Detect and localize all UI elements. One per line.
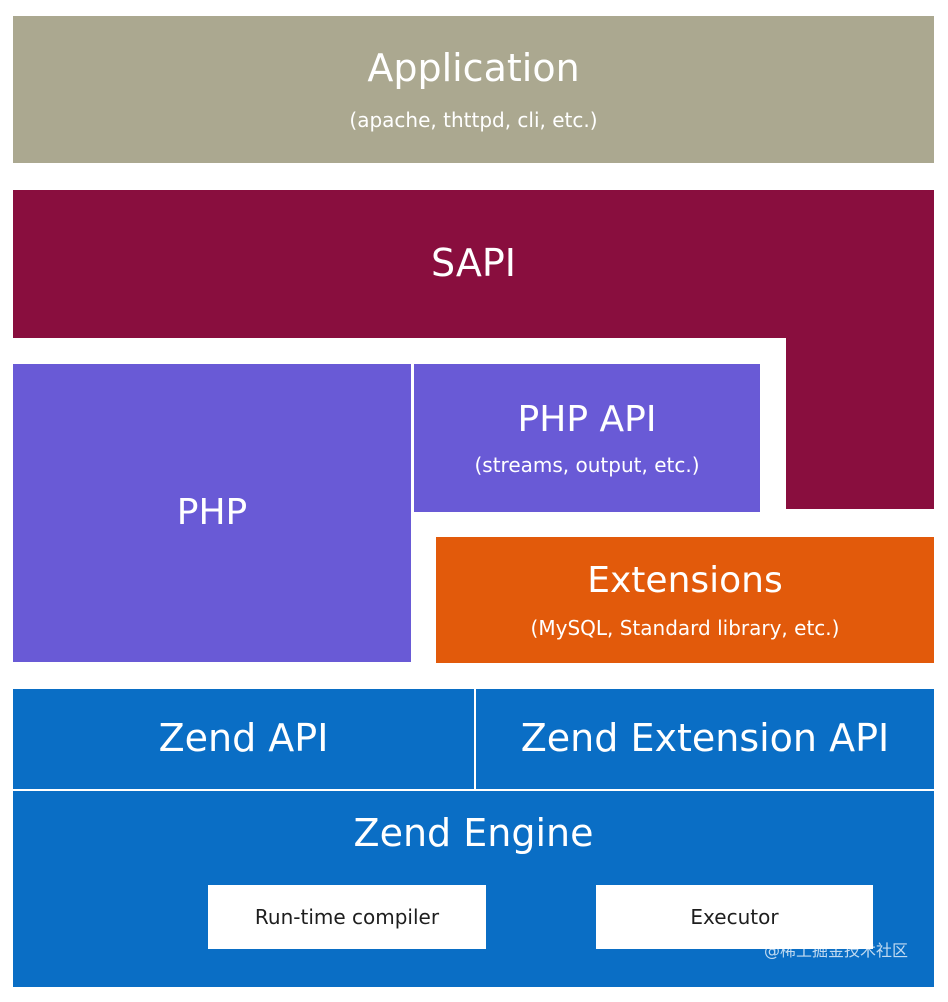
executor-box: Executor	[596, 885, 873, 949]
php-api-layer: PHP API (streams, output, etc.)	[414, 364, 760, 512]
watermark: @稀土掘金技术社区	[763, 941, 908, 960]
application-title: Application	[367, 45, 580, 90]
extensions-layer: Extensions (MySQL, Standard library, etc…	[436, 537, 934, 663]
zend-engine-layer: Zend Engine Run-time compiler Executor @…	[13, 791, 934, 987]
sapi-title: SAPI	[431, 241, 516, 286]
sapi-layer-extension	[786, 337, 934, 509]
application-subtitle: (apache, thttpd, cli, etc.)	[349, 108, 598, 133]
php-layer: PHP	[13, 364, 411, 662]
extensions-subtitle: (MySQL, Standard library, etc.)	[530, 615, 840, 640]
zend-extension-api-layer: Zend Extension API	[476, 689, 934, 789]
zend-extension-api-title: Zend Extension API	[520, 716, 890, 761]
php-api-title: PHP API	[517, 399, 657, 441]
sapi-layer: SAPI	[13, 190, 934, 338]
zend-engine-title: Zend Engine	[353, 811, 594, 855]
extensions-title: Extensions	[587, 560, 783, 602]
zend-api-title: Zend API	[158, 716, 329, 761]
php-title: PHP	[176, 492, 248, 534]
php-api-subtitle: (streams, output, etc.)	[474, 452, 700, 477]
runtime-compiler-box: Run-time compiler	[208, 885, 486, 949]
zend-api-layer: Zend API	[13, 689, 474, 789]
application-layer: Application (apache, thttpd, cli, etc.)	[13, 16, 934, 163]
